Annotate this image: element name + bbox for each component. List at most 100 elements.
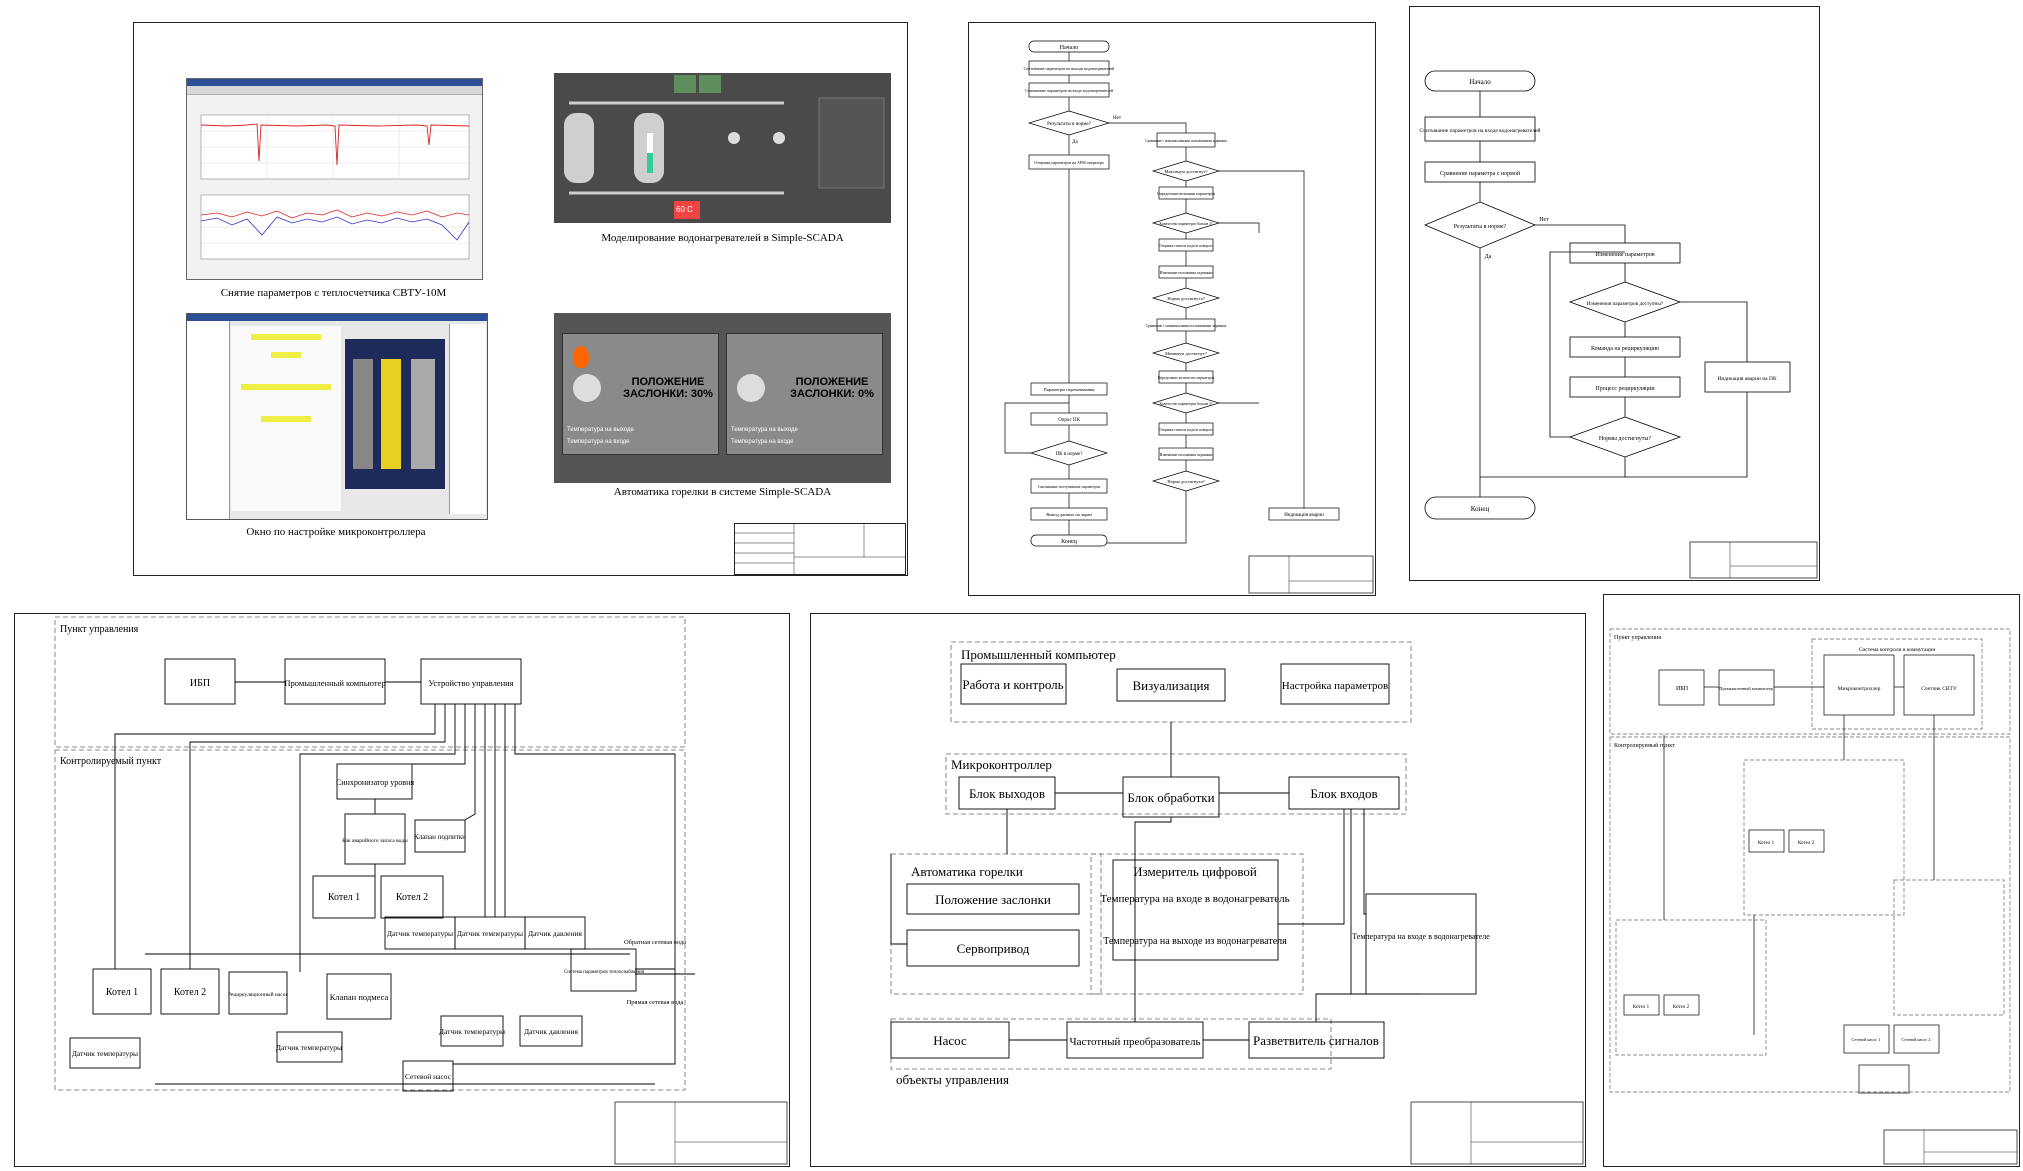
boiler6-4: Котел 2 xyxy=(1673,1005,1690,1010)
fc3-process: Процесс рециркуляции xyxy=(1595,386,1655,392)
heating-structure: Пункт управления Контролируемый пункт ИБ… xyxy=(54,616,788,1165)
fc3-change: Изменение параметров xyxy=(1595,252,1654,258)
fc2-alarm: Индикация аварии xyxy=(1284,513,1324,518)
title-block xyxy=(1883,1129,2018,1165)
fc2-read2: Считывание параметров на входе водонагре… xyxy=(1025,88,1114,93)
zone-controlled: Контролируемый пункт xyxy=(60,756,162,767)
sheet-scada: Снятие параметров с теплосчетчика СВТУ-1… xyxy=(133,22,908,576)
ups-box: ИБП xyxy=(190,678,210,689)
tank-box: Бак аварийного запаса воды xyxy=(342,837,408,844)
fc2-start: Начало xyxy=(1060,45,1078,51)
fc2-change: Изменение положения задвижки xyxy=(1160,271,1213,275)
zone6-bottom: Контролируемый пункт xyxy=(1614,742,1675,749)
pump6-1: Сетевой насос 1 xyxy=(1852,1037,1881,1042)
temp-in-box: Температура на входе в водонагреватель xyxy=(1100,893,1289,905)
out-temp-left: Температура на выходе xyxy=(567,427,634,433)
mcu-config-window xyxy=(186,313,488,520)
pc-box: Промышленный компьютер xyxy=(284,678,385,688)
recirc-pump: Рециркуляционный насос xyxy=(228,991,289,998)
zone6-top: Пункт управления xyxy=(1614,635,1661,641)
in-temp-right: Температура на входе xyxy=(731,439,794,445)
fc2-cmp-min: Сравнение с минимальными положениями зад… xyxy=(1146,324,1227,328)
fc3-no: Нет xyxy=(1539,217,1549,223)
temp-sensor-2: Датчик температуры xyxy=(457,929,523,938)
mcu6: Микроконтроллер xyxy=(1838,686,1881,692)
sheet-functional-structure: Промышленный компьютер Работа и контроль… xyxy=(810,613,1586,1167)
pump6-2: Сетевой насос 2 xyxy=(1902,1037,1931,1042)
title-block xyxy=(1248,555,1374,594)
fc2-send-arm: Отправка параметров на АРМ оператора xyxy=(1034,160,1104,165)
makeup-box: Клапан подпитки xyxy=(414,833,466,841)
boiler1-box: Котел 1 xyxy=(328,892,360,903)
fc2-pk-norm: ПК в норме? xyxy=(1055,452,1083,457)
fc2-no: Нет xyxy=(1113,116,1122,121)
sheet-flowchart-recirc: Начало Считывание параметров на входе во… xyxy=(1409,6,1820,581)
pc-title: Промышленный компьютер xyxy=(961,647,1116,662)
fc2-cmp-max: Сравнение с максимальными положениями за… xyxy=(1145,139,1227,143)
servo-box: Сервопривод xyxy=(957,941,1030,956)
boiler1-main: Котел 1 xyxy=(106,987,138,998)
temp-out-box: Температура на выходе из водонагревателя xyxy=(1103,936,1287,947)
supply-water: Прямая сетевая вода xyxy=(627,999,684,1006)
title-block xyxy=(734,523,906,575)
objects-label: объекты управления xyxy=(896,1072,1009,1087)
fc2-relay2: Отправка сигнала на реле поворота xyxy=(1159,428,1214,432)
flowchart-recirc: Начало Считывание параметров на входе во… xyxy=(1420,70,1818,579)
detailed-structure: Пункт управления Контролируемый пункт ИБ… xyxy=(1609,628,2018,1165)
meter6: Счетчик СВТУ xyxy=(1921,686,1957,692)
fc2-poll: Опрос ПК xyxy=(1058,418,1080,423)
boiler2-box: Котел 2 xyxy=(396,892,428,903)
boiler6-3: Котел 1 xyxy=(1633,1005,1650,1010)
ctrl-box: Устройство управления xyxy=(428,678,513,688)
fc3-avail: Изменения параметров доступны? xyxy=(1587,301,1664,307)
fc3-norms: Нормы достигнуты? xyxy=(1599,436,1652,442)
caption-mcu: Окно по настройке микроконтроллера xyxy=(246,526,426,538)
fc2-count: Количество параметров больше 3? xyxy=(1160,222,1213,226)
boiler6-1: Котел 1 xyxy=(1758,841,1775,846)
caption-svtu: Снятие параметров с теплосчетчика СВТУ-1… xyxy=(220,287,447,299)
ups6: ИБП xyxy=(1676,686,1689,692)
svtu-graph-window xyxy=(186,78,483,280)
fc2-max-reached: Максимум достигнут? xyxy=(1165,169,1208,174)
fc3-cond: Результаты в норме? xyxy=(1454,224,1507,230)
fc2-relay: Отправка сигнала на реле поворота xyxy=(1159,244,1214,248)
fc2-norm2: Норма достигнута? xyxy=(1167,479,1204,484)
fc2-norm: Норма достигнута? xyxy=(1167,296,1204,301)
fc2-read1: Считывание параметров на выходе водонагр… xyxy=(1024,66,1116,71)
fc2-count2: Количество параметров больше 3? xyxy=(1160,402,1213,406)
pressure-sensor-2: Датчик давления xyxy=(524,1027,579,1036)
fc3-end: Конец xyxy=(1471,505,1490,513)
fc3-compare: Сравнение параметра с нормой xyxy=(1440,170,1521,177)
fc3-read: Считывание параметров на входе водонагре… xyxy=(1420,127,1541,134)
sheet-heating-structure: Пункт управления Контролируемый пункт ИБ… xyxy=(14,613,790,1167)
out-block: Блок выходов xyxy=(969,786,1045,801)
functional-structure: Промышленный компьютер Работа и контроль… xyxy=(890,641,1584,1165)
mcu-title: Микроконтроллер xyxy=(951,757,1052,772)
damper-right: ПОЛОЖЕНИЕ ЗАСЛОНКИ: 0% xyxy=(790,376,874,400)
flowchart-main: Начало Считывание параметров на выходе в… xyxy=(1004,40,1374,594)
damper-left: ПОЛОЖЕНИЕ ЗАСЛОНКИ: 30% xyxy=(623,376,713,400)
window-titlebar xyxy=(187,79,482,86)
fc2-cond: Результаты в норме? xyxy=(1047,122,1091,127)
out-temp-right: Температура на выходе xyxy=(731,427,798,433)
scada-heaters: 60 C xyxy=(554,73,891,223)
boiler2-main: Котел 2 xyxy=(174,987,206,998)
fc2-define-count: Определение количества параметров xyxy=(1158,376,1215,380)
caption-burner: Автоматика горелки в системе Simple-SCAD… xyxy=(613,486,832,498)
vis-box: Визуализация xyxy=(1133,678,1210,693)
svtu-graph xyxy=(200,114,470,260)
sheet-flowchart-main: Начало Считывание параметров на выходе в… xyxy=(968,22,1376,596)
mix-valve: Клапан подмеса xyxy=(330,992,389,1002)
scada-temp-readout: 60 C xyxy=(676,205,693,214)
fc2-change2: Изменение положения задвижки xyxy=(1160,453,1213,457)
fc3-alarm: Индикация аварии на ПК xyxy=(1717,376,1777,382)
title-block xyxy=(614,1101,788,1165)
temp-sensor-5: Датчик температуры xyxy=(439,1027,505,1036)
fc3-yes: Да xyxy=(1485,254,1492,260)
in-block: Блок входов xyxy=(1310,786,1377,801)
work-box: Работа и контроль xyxy=(962,677,1063,692)
splitter-box: Разветвитель сигналов xyxy=(1253,1033,1379,1048)
scada-burner: ПОЛОЖЕНИЕ ЗАСЛОНКИ: 30% Температура на в… xyxy=(554,313,891,483)
fc2-pump: Параметры перекачивания xyxy=(1044,387,1095,392)
zone-control: Пункт управления xyxy=(60,624,139,635)
